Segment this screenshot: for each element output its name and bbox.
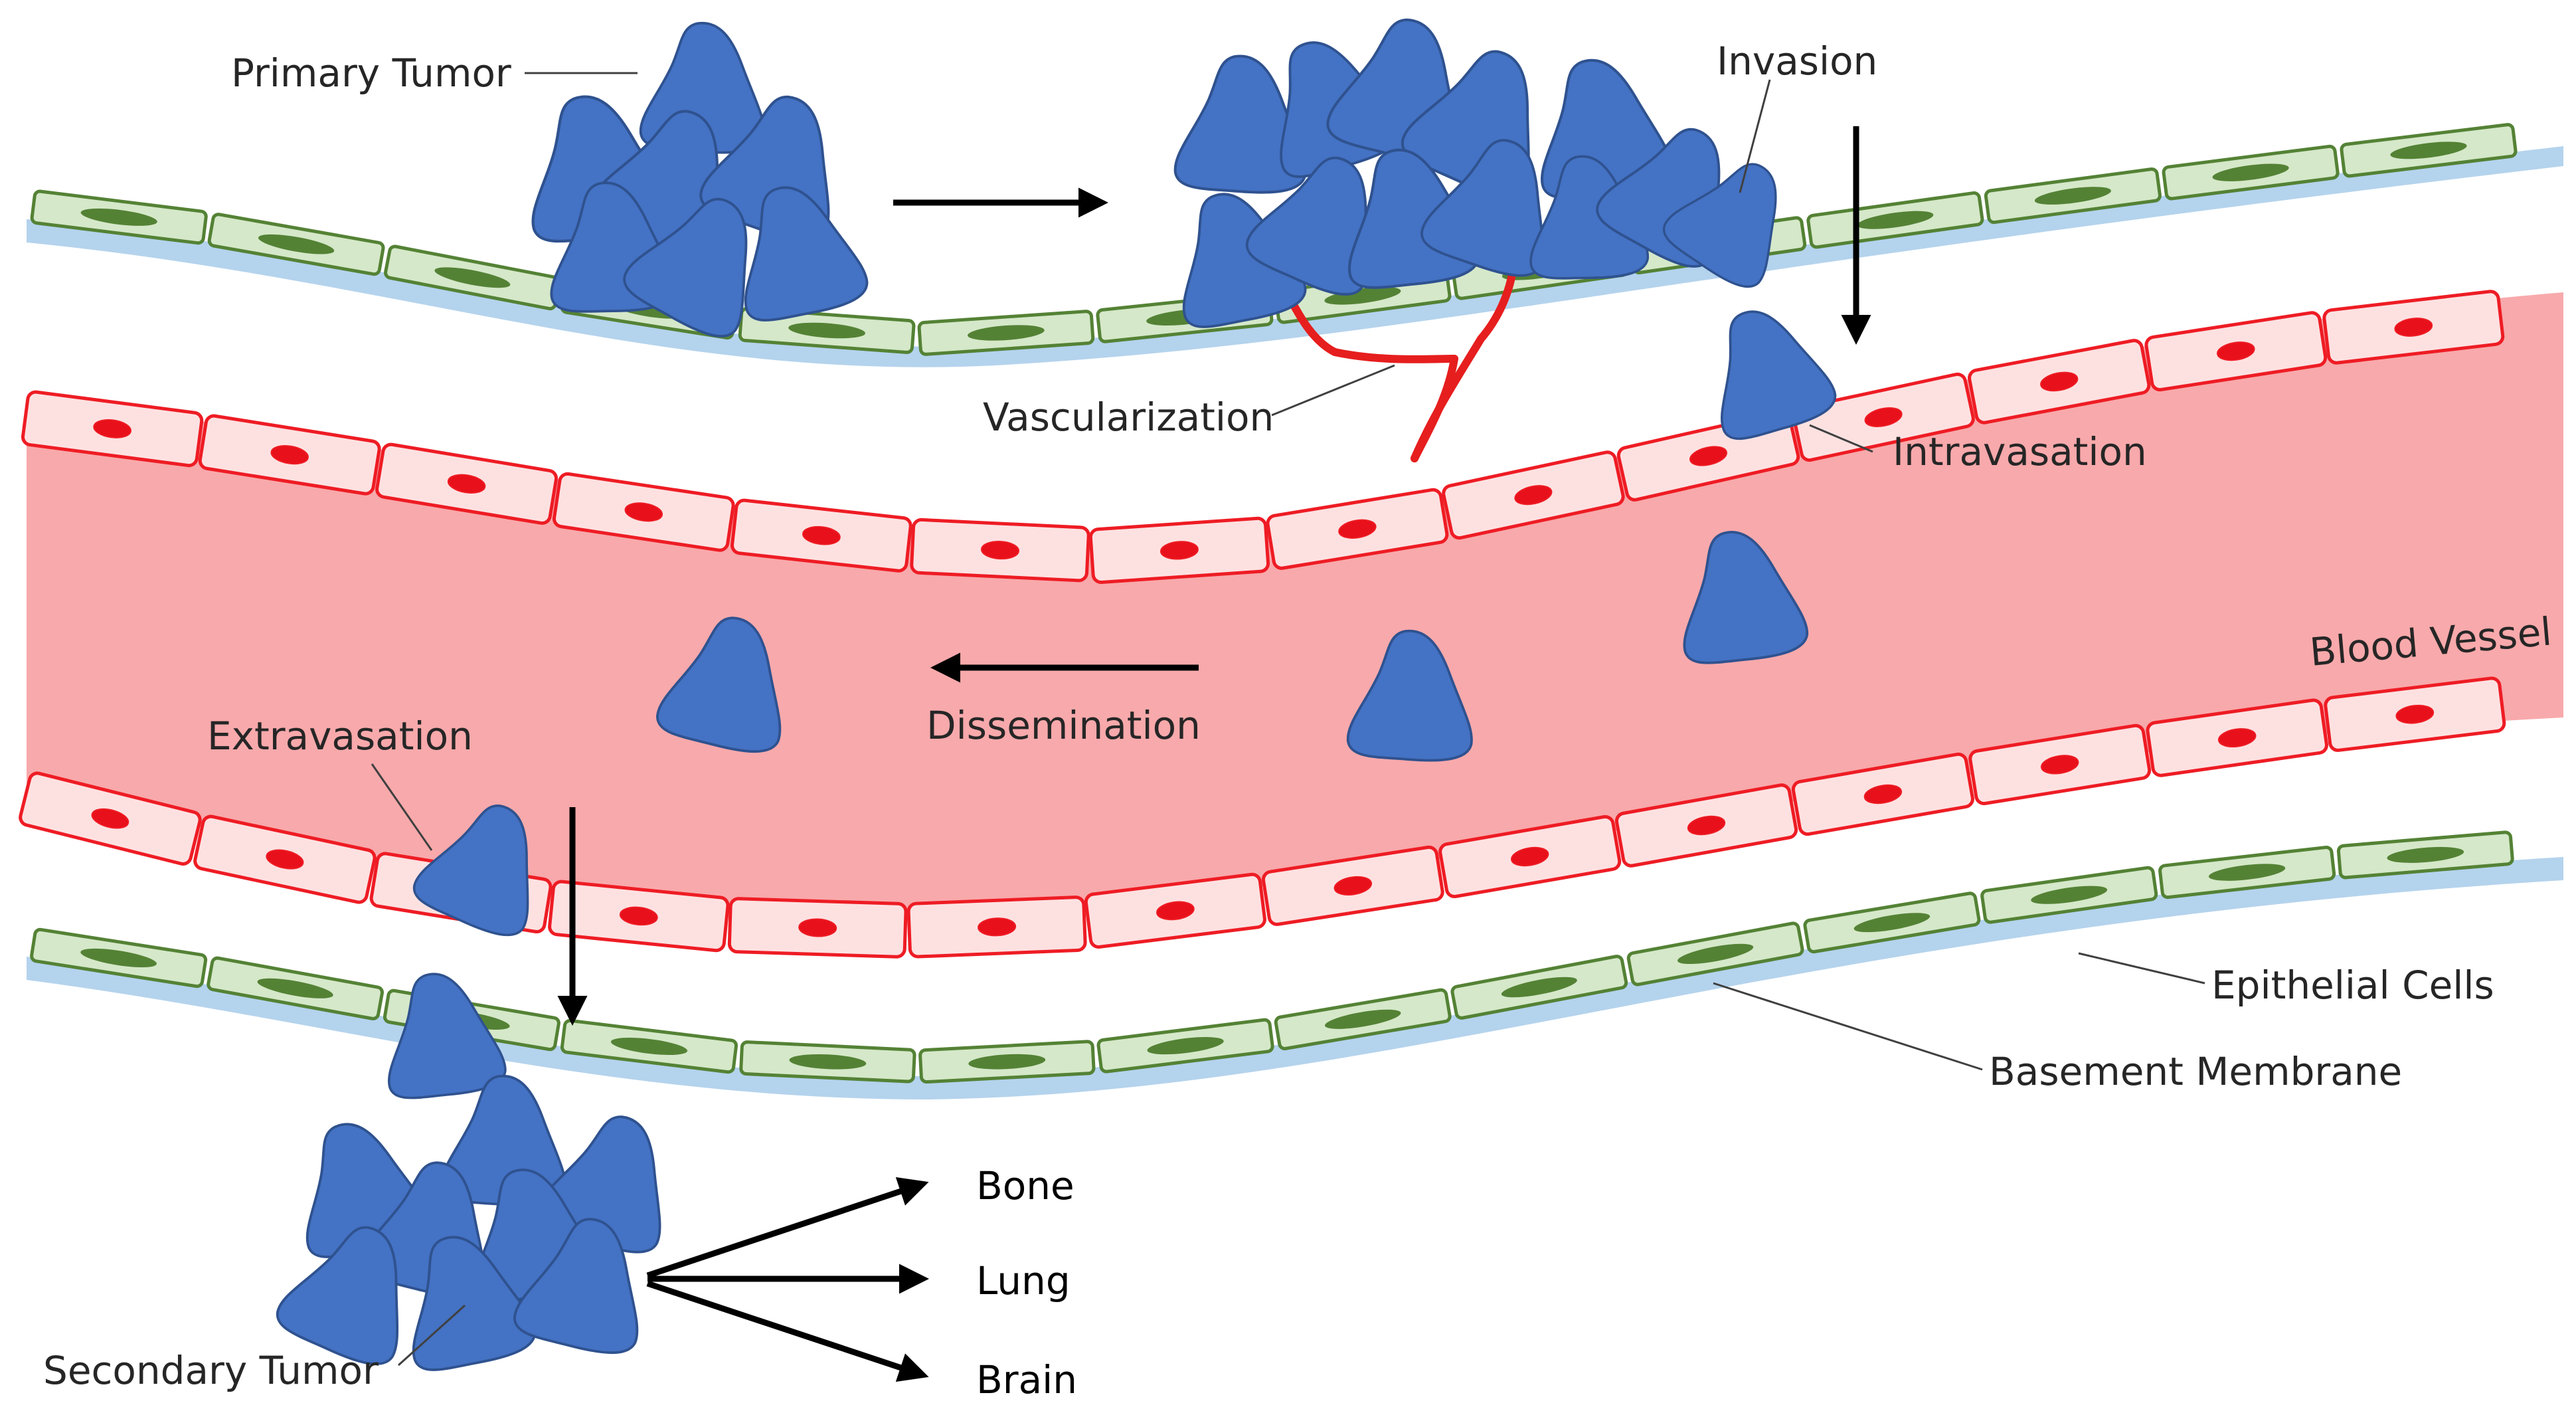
endothelial-cell [1090, 518, 1268, 583]
endothelial-cell [911, 520, 1089, 581]
process-arrows [557, 126, 1871, 1382]
label-secondary-tumor: Secondary Tumor [43, 1348, 379, 1393]
label-primary-tumor: Primary Tumor [231, 50, 511, 96]
label-intravasation: Intravasation [1893, 429, 2147, 474]
label-dissemination: Dissemination [926, 703, 1201, 748]
label-bone: Bone [976, 1163, 1074, 1208]
bone-arrow [646, 1177, 929, 1279]
label-lung: Lung [976, 1258, 1071, 1303]
label-epithelial-cells: Epithelial Cells [2211, 963, 2494, 1008]
basement-membrane-top [27, 146, 2563, 367]
brain-arrow [646, 1280, 929, 1382]
endothelial-cell [908, 897, 1086, 957]
label-brain: Brain [976, 1357, 1077, 1402]
label-invasion: Invasion [1717, 39, 1877, 84]
epithelial-cell [740, 1042, 914, 1082]
label-extravasation: Extravasation [207, 713, 473, 759]
epithelial-cell [920, 1041, 1094, 1082]
label-basement-membrane: Basement Membrane [1989, 1049, 2402, 1094]
leader-lines [371, 72, 2205, 1367]
endothelial-cell [729, 898, 906, 957]
label-vascularization: Vascularization [983, 395, 1274, 440]
